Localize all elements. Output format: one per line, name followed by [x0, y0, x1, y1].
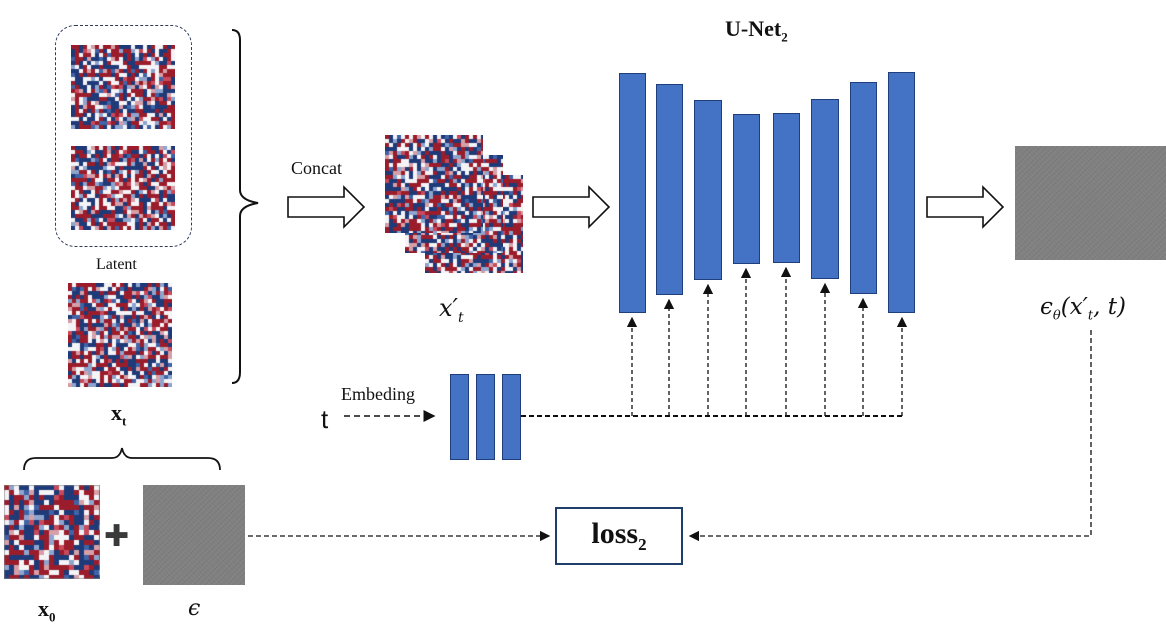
xprime-t-label: x′t — [439, 294, 464, 326]
concat-label: Concat — [291, 158, 342, 178]
x0-label: x0 — [38, 596, 56, 625]
loss-label: loss2 — [591, 517, 647, 554]
output-noise-image — [1015, 146, 1166, 260]
embedding-block-2 — [476, 374, 495, 460]
unet-block-6 — [811, 99, 839, 279]
unet-title: U-Net2 — [725, 16, 788, 45]
epsilon-noise-image — [143, 485, 245, 585]
output-epsilon-label: ϵθ(x′t, t) — [1040, 294, 1126, 324]
unet-block-4 — [733, 114, 760, 264]
right-brace — [231, 29, 259, 384]
to-unet-arrow-icon — [532, 185, 611, 229]
unet-block-7 — [850, 82, 877, 294]
unet-block-8 — [888, 72, 915, 313]
x0-matrix-image — [4, 485, 100, 579]
t-label: t — [321, 404, 329, 434]
embeding-label: Embeding — [341, 384, 415, 404]
unet-block-1 — [619, 73, 646, 313]
xt-label: xt — [111, 400, 127, 429]
output-to-loss-arrow — [688, 330, 1092, 542]
latent-noise-image-1 — [71, 45, 175, 129]
embedding-block-1 — [450, 374, 469, 460]
epsilon-label: ϵ — [188, 596, 201, 621]
loss-box: loss2 — [555, 507, 683, 565]
unet-block-5 — [773, 113, 800, 263]
latent-label: Latent — [96, 256, 137, 273]
xt-noise-image — [68, 283, 172, 387]
latent-noise-image-2 — [71, 146, 175, 230]
unet-block-2 — [656, 84, 683, 295]
embedding-block-3 — [502, 374, 521, 460]
plus-icon: ✚ — [104, 520, 130, 553]
concat-arrow-icon — [287, 185, 366, 229]
embedding-injection-arrows — [626, 266, 908, 416]
latent-group-box — [55, 25, 192, 247]
unet-block-3 — [694, 100, 722, 280]
concat-stack-layer-1 — [385, 135, 483, 233]
under-brace — [23, 447, 221, 471]
unet-output-arrow-icon — [926, 185, 1005, 229]
